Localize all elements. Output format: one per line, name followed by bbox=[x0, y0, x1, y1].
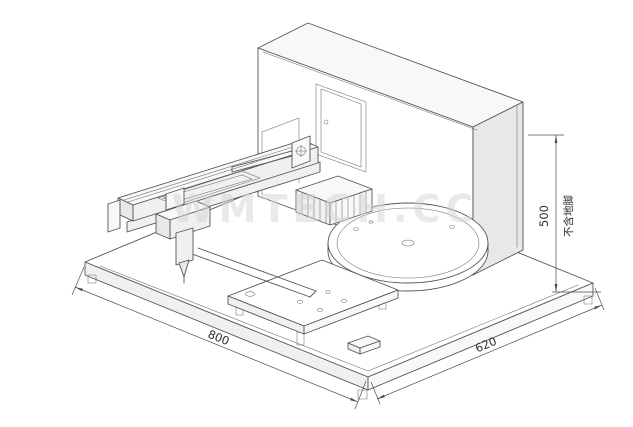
arrowhead bbox=[75, 287, 83, 292]
rotary-table bbox=[327, 202, 489, 292]
front-pad bbox=[347, 335, 381, 355]
head-body bbox=[175, 227, 194, 266]
carriage bbox=[155, 187, 211, 240]
dim-height-500: 500 不含地脚 bbox=[528, 134, 601, 293]
tower-panel-button bbox=[323, 119, 329, 125]
feed-rail bbox=[191, 247, 317, 298]
dim-height-note: 不含地脚 bbox=[562, 195, 575, 237]
turntable-ring bbox=[336, 207, 480, 279]
vent-fins bbox=[301, 190, 367, 224]
arrowhead bbox=[554, 284, 558, 292]
arrowhead bbox=[350, 397, 358, 402]
watermark-text: WMTECH.CC bbox=[172, 187, 479, 231]
arrowhead bbox=[377, 394, 385, 399]
dim-width-800: 800 bbox=[71, 266, 367, 410]
stage-end-plate bbox=[107, 199, 121, 233]
dimension-line bbox=[74, 286, 359, 403]
stage-rail bbox=[123, 141, 310, 201]
vent-block bbox=[295, 175, 373, 226]
turntable-hub bbox=[401, 239, 415, 247]
table-holes bbox=[245, 290, 347, 312]
base-rim-line bbox=[99, 265, 579, 372]
dimension-line bbox=[376, 304, 603, 400]
connecting-rod bbox=[231, 135, 311, 173]
extension-line bbox=[370, 381, 381, 405]
arrowhead bbox=[554, 135, 558, 143]
extension-line bbox=[354, 380, 367, 410]
carriage-left bbox=[155, 213, 171, 240]
tower-panel-outer bbox=[315, 83, 367, 173]
carriage-riser bbox=[165, 187, 185, 211]
turntable-holes bbox=[353, 220, 455, 231]
work-table bbox=[227, 259, 399, 355]
arrowhead bbox=[594, 305, 602, 310]
extension-line bbox=[71, 266, 85, 296]
tower-top-edge-line bbox=[262, 51, 478, 131]
dispense-head bbox=[175, 227, 194, 284]
turntable-top bbox=[327, 202, 489, 284]
base-side-right bbox=[367, 282, 594, 391]
head-tip bbox=[178, 259, 190, 278]
tower-panel-inner bbox=[320, 88, 362, 168]
dim-height-label: 500 bbox=[537, 205, 551, 227]
